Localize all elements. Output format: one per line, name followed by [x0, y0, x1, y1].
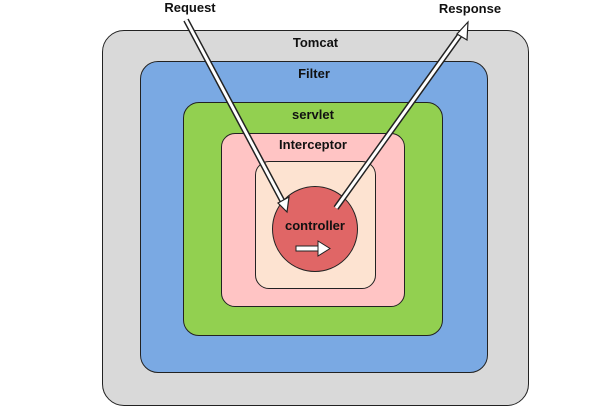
- interceptor-label: Interceptor: [279, 137, 347, 152]
- request-arrow: [183, 18, 290, 214]
- filter-label: Filter: [298, 66, 330, 81]
- tomcat-label: Tomcat: [292, 35, 339, 50]
- response-label: Response: [438, 1, 502, 16]
- request-label: Request: [164, 0, 216, 15]
- servlet-label: servlet: [292, 107, 334, 122]
- controller-label: controller: [285, 218, 345, 233]
- response-arrow: [333, 20, 469, 210]
- internal-arrow: [295, 240, 331, 257]
